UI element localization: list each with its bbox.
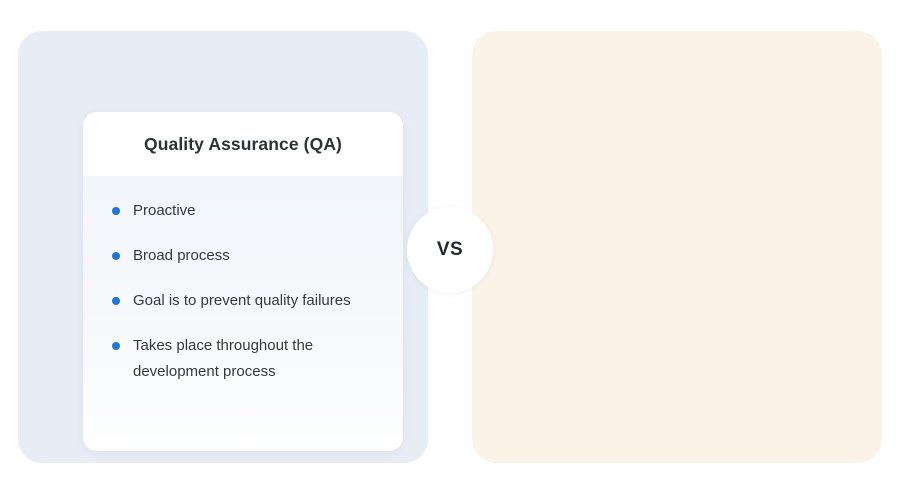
card-quality-assurance: Quality Assurance (QA) Proactive Broad p… xyxy=(83,112,403,451)
bullet-label: Takes place throughout the development p… xyxy=(133,337,314,380)
bullet-label: Proactive xyxy=(133,202,196,219)
panel-quality-assurance: Quality Assurance (QA) Proactive Broad p… xyxy=(18,31,428,463)
bullet-dot-icon xyxy=(112,252,120,260)
card-body-quality-assurance: Proactive Broad process Goal is to preve… xyxy=(83,176,403,451)
panel-quality-control: Quality Control (QC) Reactive Narrow pro… xyxy=(472,31,882,463)
list-item: Takes place throughout the development p… xyxy=(107,333,379,385)
bullet-list-quality-assurance: Proactive Broad process Goal is to preve… xyxy=(107,198,379,385)
bullet-label: Goal is to prevent quality failures xyxy=(133,292,351,309)
bullet-dot-icon xyxy=(112,207,120,215)
card-header-quality-assurance: Quality Assurance (QA) xyxy=(83,112,403,176)
list-item: Goal is to prevent quality failures xyxy=(107,288,379,314)
list-item: Broad process xyxy=(107,243,379,269)
bullet-dot-icon xyxy=(112,297,120,305)
vs-badge: VS xyxy=(407,207,493,293)
list-item: Proactive xyxy=(107,198,379,224)
bullet-label: Broad process xyxy=(133,247,230,264)
card-title-quality-assurance: Quality Assurance (QA) xyxy=(144,133,342,154)
vs-label: VS xyxy=(436,239,464,260)
bullet-dot-icon xyxy=(112,342,120,350)
